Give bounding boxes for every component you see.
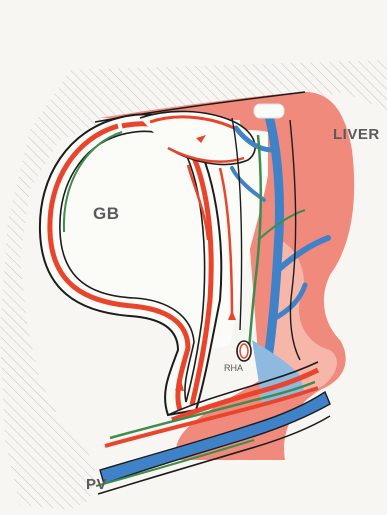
portal-vein-label: PV: [86, 476, 107, 493]
ligament-lower-green: [96, 440, 254, 486]
hepatic-duct-tip: [254, 104, 284, 118]
right-hepatic-artery-label: RHA: [224, 363, 243, 373]
liver-label: LIVER: [333, 126, 380, 143]
gallbladder-label: GB: [93, 204, 120, 224]
